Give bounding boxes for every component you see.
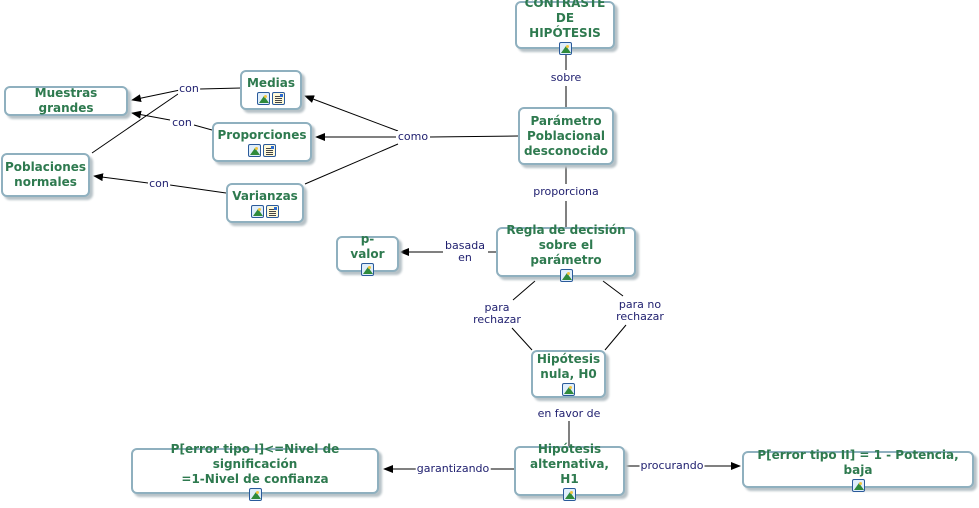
image-icon[interactable] — [361, 263, 374, 276]
image-icon[interactable] — [248, 143, 261, 157]
link-label-garantizando[interactable]: garantizando — [415, 462, 491, 475]
edge-medias-con — [199, 87, 242, 90]
image-icon[interactable] — [559, 268, 573, 282]
link-label-en-favor-de[interactable]: en favor de — [536, 407, 602, 420]
document-icon[interactable] — [263, 143, 276, 157]
edge-parametro-como — [429, 135, 519, 138]
node-hipotesis-alternativa[interactable]: Hipótesis alternativa, H1 — [514, 442, 625, 501]
node-varianzas[interactable]: Varianzas — [226, 183, 304, 223]
edge-con-poblaciones-2 — [93, 173, 149, 184]
node-label: P[error tipo I]<=Nivel de significación … — [170, 441, 340, 486]
node-label: Hipótesis alternativa, H1 — [530, 441, 609, 486]
node-label: Medias — [246, 75, 296, 90]
edge-paranorechazar-h0 — [604, 324, 627, 351]
image-icon[interactable] — [558, 41, 572, 55]
node-label: Proporciones — [217, 127, 307, 142]
node-regla-de-decision[interactable]: Regla de decisión sobre el parámetro — [496, 223, 636, 282]
edge-proporciones-con — [193, 124, 213, 131]
node-label: p-valor — [350, 232, 385, 261]
edge-pararechazar-h0 — [511, 327, 533, 351]
node-proporciones[interactable]: Proporciones — [212, 122, 312, 162]
node-p-valor[interactable]: p-valor — [336, 232, 399, 276]
node-label: P[error tipo II] = 1 - Potencia, baja — [757, 447, 959, 477]
link-label-como[interactable]: como — [396, 130, 430, 143]
document-icon[interactable] — [266, 204, 279, 218]
node-muestras-grandes[interactable]: Muestras grandes — [4, 86, 128, 116]
node-poblaciones-normales[interactable]: Poblaciones normales — [1, 153, 90, 197]
node-parametro-poblacional[interactable]: Parámetro Poblacional desconocido — [518, 107, 614, 165]
node-label: Parámetro Poblacional desconocido — [523, 113, 609, 158]
image-icon[interactable] — [562, 383, 575, 396]
document-icon[interactable] — [272, 91, 285, 105]
link-label-basada-en[interactable]: basada en — [444, 239, 486, 264]
node-label: CONTRASTE DE HIPÓTESIS — [524, 0, 606, 40]
node-label: Poblaciones normales — [4, 160, 87, 189]
edge-con-muestras — [131, 89, 181, 103]
node-hipotesis-nula[interactable]: Hipótesis nula, H0 — [531, 350, 606, 398]
node-error-tipo-1[interactable]: P[error tipo I]<=Nivel de significación … — [131, 442, 379, 501]
image-icon[interactable] — [251, 204, 264, 218]
image-icon[interactable] — [257, 91, 270, 105]
image-icon[interactable] — [563, 487, 576, 501]
node-label: Regla de decisión sobre el parámetro — [506, 222, 626, 267]
node-label: Varianzas — [232, 188, 298, 203]
node-label: Hipótesis nula, H0 — [536, 352, 601, 381]
image-icon[interactable] — [248, 487, 262, 501]
node-error-tipo-2[interactable]: P[error tipo II] = 1 - Potencia, baja — [742, 447, 974, 492]
link-label-proporciona[interactable]: proporciona — [532, 185, 600, 198]
link-label-con-varianzas[interactable]: con — [148, 177, 170, 190]
image-icon[interactable] — [851, 478, 865, 492]
link-label-para-no-rechazar[interactable]: para no rechazar — [615, 298, 665, 323]
link-label-sobre[interactable]: sobre — [549, 71, 583, 84]
link-label-para-rechazar[interactable]: para rechazar — [472, 301, 522, 326]
edge-como-varianzas — [304, 143, 399, 185]
node-medias[interactable]: Medias — [240, 70, 302, 110]
node-label: Muestras grandes — [34, 86, 98, 115]
edge-como-medias — [304, 95, 399, 132]
edge-regla-paranorechazar — [602, 280, 624, 297]
edge-varianzas-con — [169, 184, 227, 194]
link-label-con-proporciones[interactable]: con — [171, 116, 193, 129]
edge-con-muestras-2 — [131, 110, 171, 121]
edge-con-poblaciones — [91, 93, 179, 154]
node-contraste-de-hipotesis[interactable]: CONTRASTE DE HIPÓTESIS — [515, 0, 615, 55]
edge-regla-pararechazar — [512, 280, 536, 301]
link-label-procurando[interactable]: procurando — [639, 459, 705, 472]
link-label-con-medias[interactable]: con — [178, 82, 200, 95]
